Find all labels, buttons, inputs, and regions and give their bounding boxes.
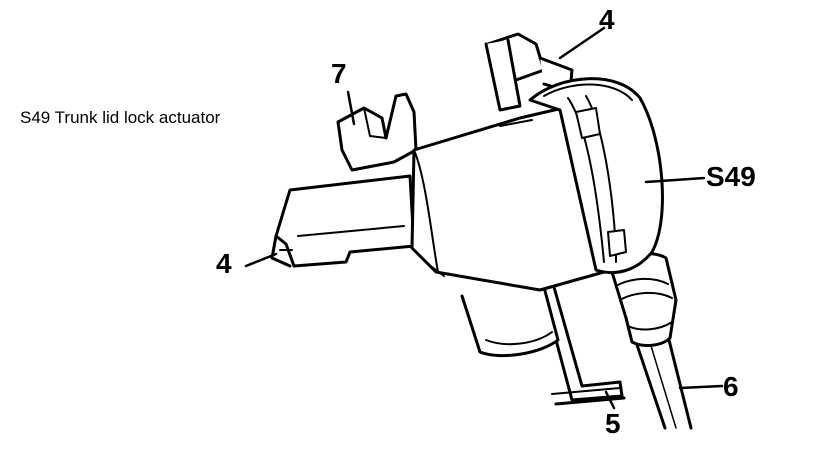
- leader-lines: [246, 28, 722, 408]
- leader-s49: [646, 178, 704, 182]
- leader-4-left: [246, 254, 276, 266]
- leader-6: [680, 386, 722, 388]
- lower-housing: [462, 272, 558, 356]
- callout-6: 6: [723, 371, 739, 402]
- leader-4-top: [560, 28, 604, 58]
- callout-4-left: 4: [216, 248, 232, 279]
- callout-s49: S49: [706, 161, 756, 192]
- callout-5: 5: [605, 408, 621, 439]
- callout-7: 7: [331, 58, 347, 89]
- diagram-caption: S49 Trunk lid lock actuator: [20, 108, 221, 127]
- callout-4-top: 4: [599, 4, 615, 35]
- lever-fork: [338, 94, 416, 170]
- plunger-rod: [272, 176, 414, 266]
- actuator-body: [412, 104, 604, 290]
- leader-5: [606, 392, 614, 408]
- leader-7: [348, 92, 354, 124]
- cable-line: [634, 336, 691, 428]
- actuator-cap: [530, 79, 662, 273]
